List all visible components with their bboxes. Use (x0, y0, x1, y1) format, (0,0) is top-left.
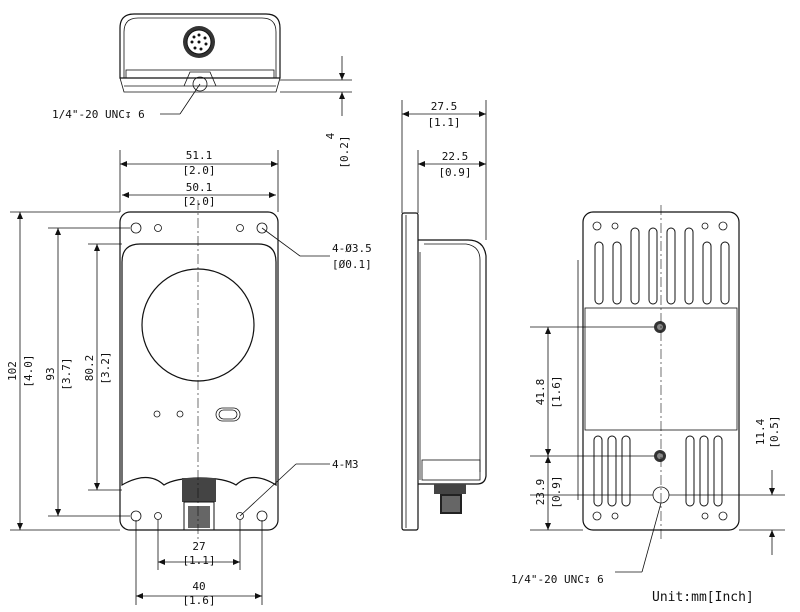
dim-depth-total: 27.5 (431, 100, 458, 113)
dim-depth-body: 22.5 (442, 150, 469, 163)
connector-top-icon (183, 26, 215, 58)
unit-label: Unit:mm[Inch] (652, 590, 754, 605)
back-thread-note: 1/4"-20 UNC↧ 6 (511, 573, 604, 586)
dim-depth-total-inch: [1.1] (427, 116, 460, 129)
dim-bottom-inner: 27 (192, 540, 205, 553)
vent-slots-top (594, 227, 730, 305)
dim-total-height: 102 (6, 361, 19, 381)
dim-total-height-inch: [4.0] (22, 354, 35, 387)
dim-inner-width-inch: [2.0] (182, 195, 215, 208)
dim-hole-bottom: 11.4 (754, 418, 767, 445)
dim-screw-bottom: 23.9 (534, 479, 547, 506)
hole-note-inch: [Ø0.1] (332, 258, 372, 271)
dim-bottom-inner-inch: [1.1] (182, 554, 215, 567)
dim-depth-body-inch: [0.9] (438, 166, 471, 179)
back-mount-holes (592, 221, 728, 521)
dim-screw-spacing: 41.8 (534, 379, 547, 406)
dim-hole-height: 93 (44, 367, 57, 380)
dim-top-height-inch: [0.2] (338, 135, 351, 168)
hole-note: 4-Ø3.5 (332, 242, 372, 255)
dim-bottom-outer: 40 (192, 580, 205, 593)
dim-inner-width: 50.1 (186, 181, 213, 194)
mount-holes-top (130, 222, 268, 234)
dim-hole-height-inch: [3.7] (60, 357, 73, 390)
side-body (418, 239, 487, 485)
dim-outer-width-inch: [2.0] (182, 164, 215, 177)
front-view: 51.1 [2.0] 50.1 [2.0] 102 [4.0] 93 [3.7]… (6, 149, 372, 607)
vent-slots-bottom (593, 435, 723, 507)
front-body (121, 243, 277, 487)
side-connector-icon (434, 484, 466, 514)
dim-body-height: 80.2 (83, 355, 96, 382)
dim-body-height-inch: [3.2] (99, 351, 112, 384)
top-view: 1/4"-20 UNC↧ 6 4 [0.2] (52, 13, 352, 169)
top-thread-note: 1/4"-20 UNC↧ 6 (52, 108, 145, 121)
dim-hole-bottom-inch: [0.5] (768, 415, 781, 448)
m12-connector-icon (182, 478, 216, 531)
thread-holes-note: 4-M3 (332, 458, 359, 471)
top-view-body (119, 13, 281, 79)
side-view: 27.5 [1.1] 22.5 [0.9] (401, 100, 487, 531)
dim-screw-spacing-inch: [1.6] (550, 375, 563, 408)
dim-bottom-outer-inch: [1.6] (182, 594, 215, 607)
side-plate (401, 212, 419, 531)
button-window (215, 407, 241, 422)
led-1 (153, 410, 161, 418)
dim-outer-width: 51.1 (186, 149, 213, 162)
dim-top-height: 4 (324, 132, 337, 139)
back-view: 41.8 [1.6] 23.9 [0.9] 11.4 [0.5] 1/4"-20… (511, 205, 785, 586)
led-2 (176, 410, 184, 418)
dim-screw-bottom-inch: [0.9] (550, 475, 563, 508)
tripod-hole-top (192, 76, 208, 92)
